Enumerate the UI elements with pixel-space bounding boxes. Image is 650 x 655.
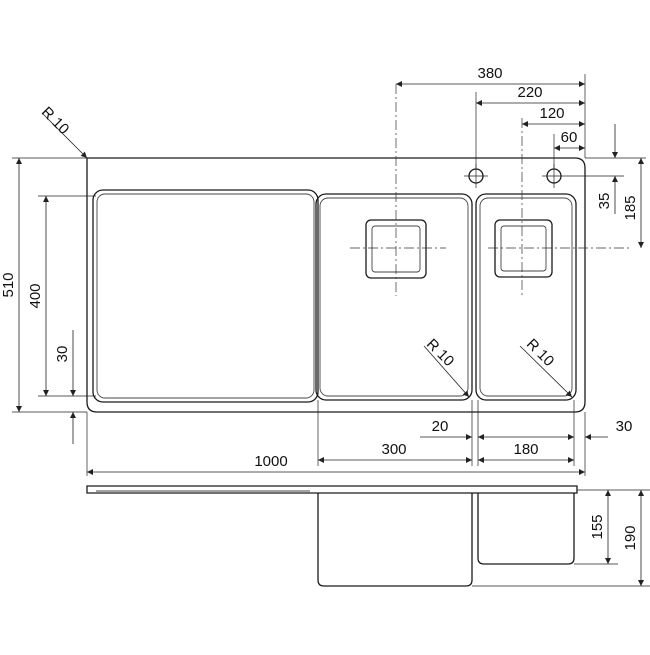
label-30-right: 30	[616, 418, 633, 435]
label-r10-corner: R 10	[38, 104, 72, 138]
label-190: 190	[622, 525, 639, 550]
label-510: 510	[0, 272, 17, 297]
label-120: 120	[539, 105, 564, 122]
dimension-lines	[12, 74, 650, 587]
sink-outline	[86, 157, 586, 413]
tap-holes	[464, 164, 566, 188]
label-380: 380	[477, 65, 502, 82]
label-30-left: 30	[54, 346, 71, 363]
side-small-bowl	[477, 493, 575, 565]
label-60: 60	[561, 129, 578, 146]
label-r10-bowl2: R 10	[523, 336, 557, 370]
dimension-labels: R 10 380 220 120 60 35 185 510 400 30 R …	[0, 65, 639, 551]
label-35: 35	[596, 193, 613, 210]
label-180: 180	[513, 441, 538, 458]
label-20: 20	[432, 418, 449, 435]
label-185: 185	[622, 195, 639, 220]
side-view	[86, 485, 578, 587]
side-main-bowl	[317, 493, 473, 587]
small-bowl-drain	[494, 219, 553, 278]
main-bowl	[315, 193, 473, 401]
label-220: 220	[517, 84, 542, 101]
label-155: 155	[589, 514, 606, 539]
label-1000: 1000	[254, 453, 287, 470]
label-300: 300	[381, 441, 406, 458]
drainboard	[92, 189, 319, 403]
label-400: 400	[27, 283, 44, 308]
small-bowl	[475, 193, 577, 401]
top-view	[86, 84, 630, 413]
